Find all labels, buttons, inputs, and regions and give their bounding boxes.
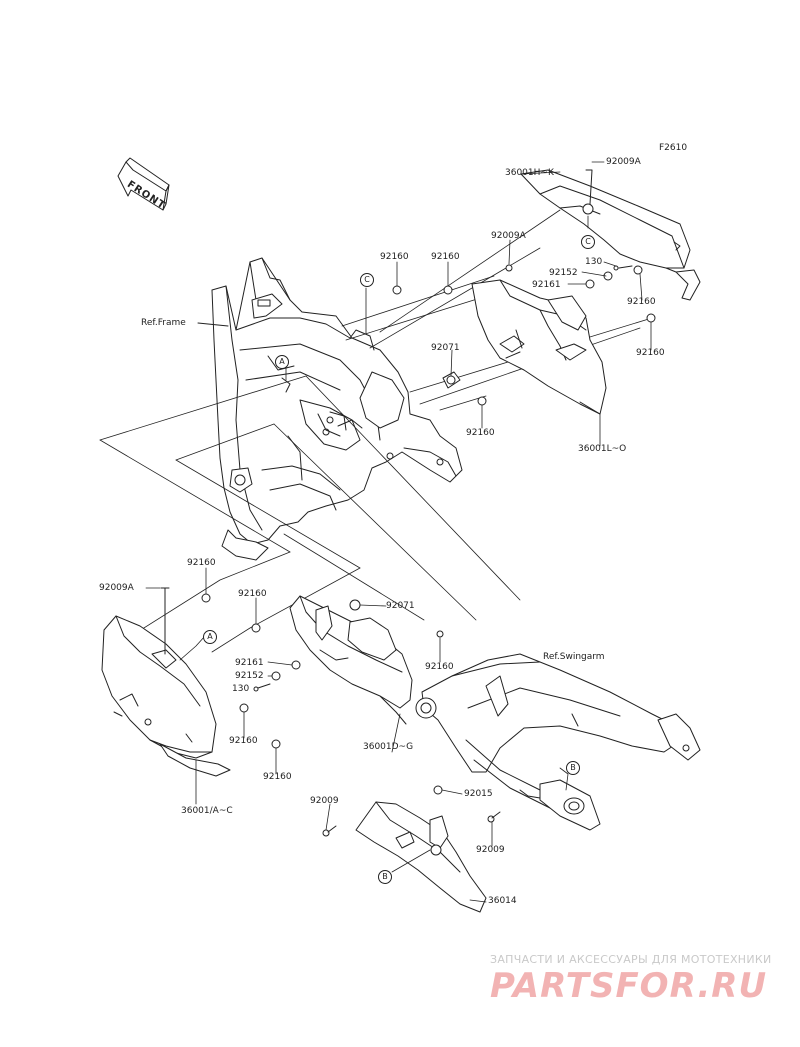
cover-36001H-K — [520, 169, 701, 301]
callout-92152-left: 92152 — [235, 671, 264, 681]
callout-36001DG: 36001D~G — [363, 742, 414, 752]
callout-92160-right1: 92160 — [627, 297, 656, 307]
callout-130-right: 130 — [585, 257, 603, 267]
callout-92009A-mid: 92009A — [491, 231, 526, 241]
callout-92009A-left: 92009A — [99, 583, 134, 593]
diagram-code: F2610 — [659, 143, 688, 153]
frame-drawing — [211, 257, 463, 561]
front-arrow-icon — [117, 157, 170, 211]
callout-92071-mid: 92071 — [386, 601, 415, 611]
callout-92160-right2: 92160 — [636, 348, 665, 358]
cover-36001L-O — [471, 279, 607, 415]
callout-92160-b: 92160 — [431, 252, 460, 262]
callout-36001HK: 36001H~K — [505, 168, 554, 178]
callout-130-left: 130 — [232, 684, 250, 694]
cover-36001D-G — [289, 595, 413, 725]
swingarm-drawing — [415, 653, 701, 831]
callout-92160-right3: 92160 — [466, 428, 495, 438]
callout-92009-b1: 92009 — [310, 796, 339, 806]
ref-marker-c: C — [581, 235, 595, 249]
callout-92015: 92015 — [464, 789, 493, 799]
callout-92160-left4: 92160 — [263, 772, 292, 782]
assembly-lines — [99, 209, 653, 653]
callout-92009A-top: 92009A — [606, 157, 641, 167]
callout-92071-right: 92071 — [431, 343, 460, 353]
callout-92160-a: 92160 — [380, 252, 409, 262]
hardware-right — [392, 264, 656, 406]
callout-92160-mid: 92160 — [425, 662, 454, 672]
callout-92160-left-top: 92160 — [187, 558, 216, 568]
ref-marker-b: B — [566, 761, 580, 775]
callout-92160-left3: 92160 — [229, 736, 258, 746]
callout-36014: 36014 — [488, 896, 517, 906]
ref-marker-c: C — [360, 273, 374, 287]
ref-marker-a: A — [203, 630, 217, 644]
callout-92009-b2: 92009 — [476, 845, 505, 855]
cover-36001A-C — [101, 615, 231, 777]
callout-92152-right: 92152 — [549, 268, 578, 278]
watermark-logo: PARTSFOR.RU — [490, 966, 768, 1006]
ref-marker-b: B — [378, 870, 392, 884]
ref-marker-a: A — [275, 355, 289, 369]
cover-36014 — [355, 801, 487, 913]
callout-92161-left: 92161 — [235, 658, 264, 668]
callout-92160-left2: 92160 — [238, 589, 267, 599]
callout-36001LO: 36001L~O — [578, 444, 627, 454]
ref-swingarm-label: Ref.Swingarm — [543, 652, 605, 662]
callout-36001AC: 36001/A~C — [181, 806, 233, 816]
watermark-subtitle: ЗАПЧАСТИ И АКСЕССУАРЫ ДЛЯ МОТОТЕХНИКИ — [490, 953, 772, 966]
callout-92161-right: 92161 — [532, 280, 561, 290]
leader-lines — [145, 161, 652, 903]
ref-frame-label: Ref.Frame — [141, 318, 186, 328]
